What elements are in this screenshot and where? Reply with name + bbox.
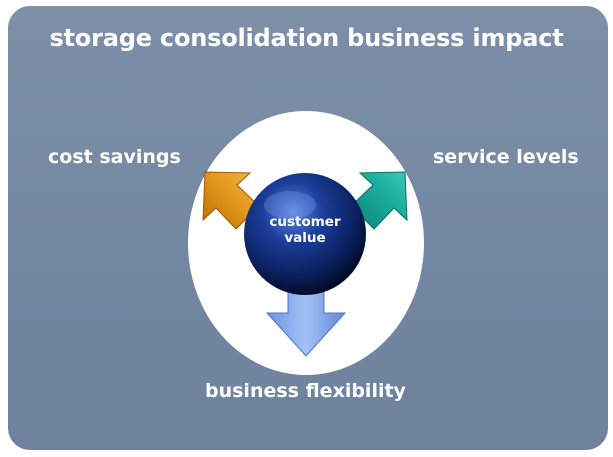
center-line-1: customer (269, 214, 341, 230)
cost-savings-label: cost savings (48, 146, 181, 168)
sphere-highlight (264, 191, 316, 219)
customer-value-label: customer value (250, 214, 360, 246)
service-levels-label: service levels (433, 146, 579, 168)
business-flexibility-label: business flexibility (205, 380, 406, 402)
center-line-2: value (284, 230, 326, 246)
customer-value-sphere (244, 173, 366, 295)
diagram-title: storage consolidation business impact (49, 24, 564, 52)
service-levels-arrow (350, 171, 408, 230)
